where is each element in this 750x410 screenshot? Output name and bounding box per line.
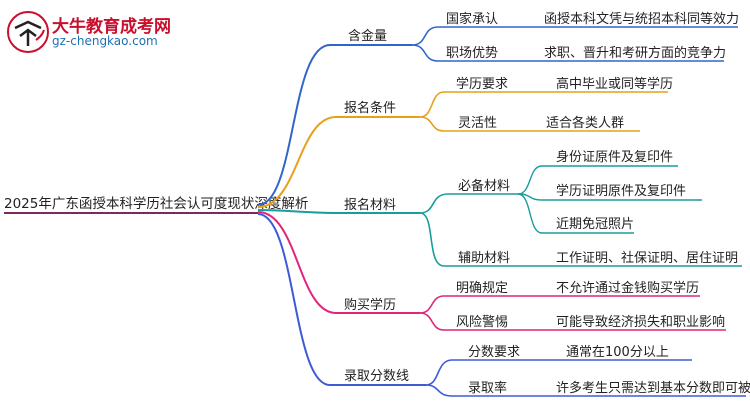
branch-2-child-2-leaf: 适合各类人群 xyxy=(546,115,624,131)
branch-3: 报名材料 必备材料 身份证原件及复印件 学历证明原件及复印件 近期免冠照片 辅助… xyxy=(336,149,742,267)
branch-2-child-1-label: 学历要求 xyxy=(456,76,508,92)
branch-3-child-1-leaf-2: 学历证明原件及复印件 xyxy=(556,183,686,199)
branch-4-child-1-leaf: 不允许通过金钱购买学历 xyxy=(556,280,699,296)
root-node: 2025年广东函授本科学历社会认可度现状深度解析 xyxy=(4,196,308,214)
branch-1: 含金量 国家承认 函授本科文凭与统招本科同等效力 职场优势 求职、晋升和考研方面… xyxy=(330,11,739,62)
branch-4-child-2-label: 风险警惕 xyxy=(456,314,508,330)
branch-3-child-1-label: 必备材料 xyxy=(458,178,510,194)
root-label: 2025年广东函授本科学历社会认可度现状深度解析 xyxy=(4,196,308,212)
branch-1-child-1-label: 国家承认 xyxy=(446,11,498,27)
branch-2-child-1-leaf: 高中毕业或同等学历 xyxy=(556,76,673,92)
branch-5-child-2-leaf: 许多考生只需达到基本分数即可被录取 xyxy=(556,380,750,396)
branch-1-label: 含金量 xyxy=(348,28,387,44)
site-logo: 大牛教育成考网 gz-chengkao.com xyxy=(6,10,176,54)
branch-5-child-1-label: 分数要求 xyxy=(468,345,520,360)
branch-1-child-2-label: 职场优势 xyxy=(446,45,498,61)
branch-2: 报名条件 学历要求 高中毕业或同等学历 灵活性 适合各类人群 xyxy=(336,76,673,132)
branch-line-3 xyxy=(257,209,337,214)
branch-1-child-2-leaf: 求职、晋升和考研方面的竞争力 xyxy=(544,45,726,61)
branch-4-child-1-label: 明确规定 xyxy=(456,281,508,296)
branch-5-child-1-leaf: 通常在100分以上 xyxy=(566,345,669,360)
branch-line-4 xyxy=(257,211,337,314)
branch-3-child-2-label: 辅助材料 xyxy=(458,251,510,266)
branch-2-child-2-label: 灵活性 xyxy=(458,116,497,131)
logo-url[interactable]: gz-chengkao.com xyxy=(52,34,158,48)
branch-1-child-1-leaf: 函授本科文凭与统招本科同等效力 xyxy=(544,11,739,27)
branch-4: 购买学历 明确规定 不允许通过金钱购买学历 风险警惕 可能导致经济损失和职业影响 xyxy=(336,280,726,331)
branch-3-child-2-leaf: 工作证明、社保证明、居住证明 xyxy=(556,250,738,266)
branch-3-child-1-leaf-1: 身份证原件及复印件 xyxy=(556,149,673,165)
branch-4-label: 购买学历 xyxy=(344,297,396,313)
branch-5-child-2-label: 录取率 xyxy=(468,380,507,396)
logo-mark-icon xyxy=(7,11,49,53)
branch-2-label: 报名条件 xyxy=(344,100,396,116)
branch-line-1 xyxy=(257,44,331,206)
branch-line-5 xyxy=(257,213,331,386)
branch-3-label: 报名材料 xyxy=(344,197,396,213)
branch-3-child-1-leaf-3: 近期免冠照片 xyxy=(556,217,634,232)
logo-title: 大牛教育成考网 xyxy=(52,17,171,37)
branch-4-child-2-leaf: 可能导致经济损失和职业影响 xyxy=(556,314,725,330)
branch-line-2 xyxy=(257,116,337,208)
branch-5: 录取分数线 分数要求 通常在100分以上 录取率 许多考生只需达到基本分数即可被… xyxy=(330,345,750,397)
branch-5-label: 录取分数线 xyxy=(344,369,409,384)
